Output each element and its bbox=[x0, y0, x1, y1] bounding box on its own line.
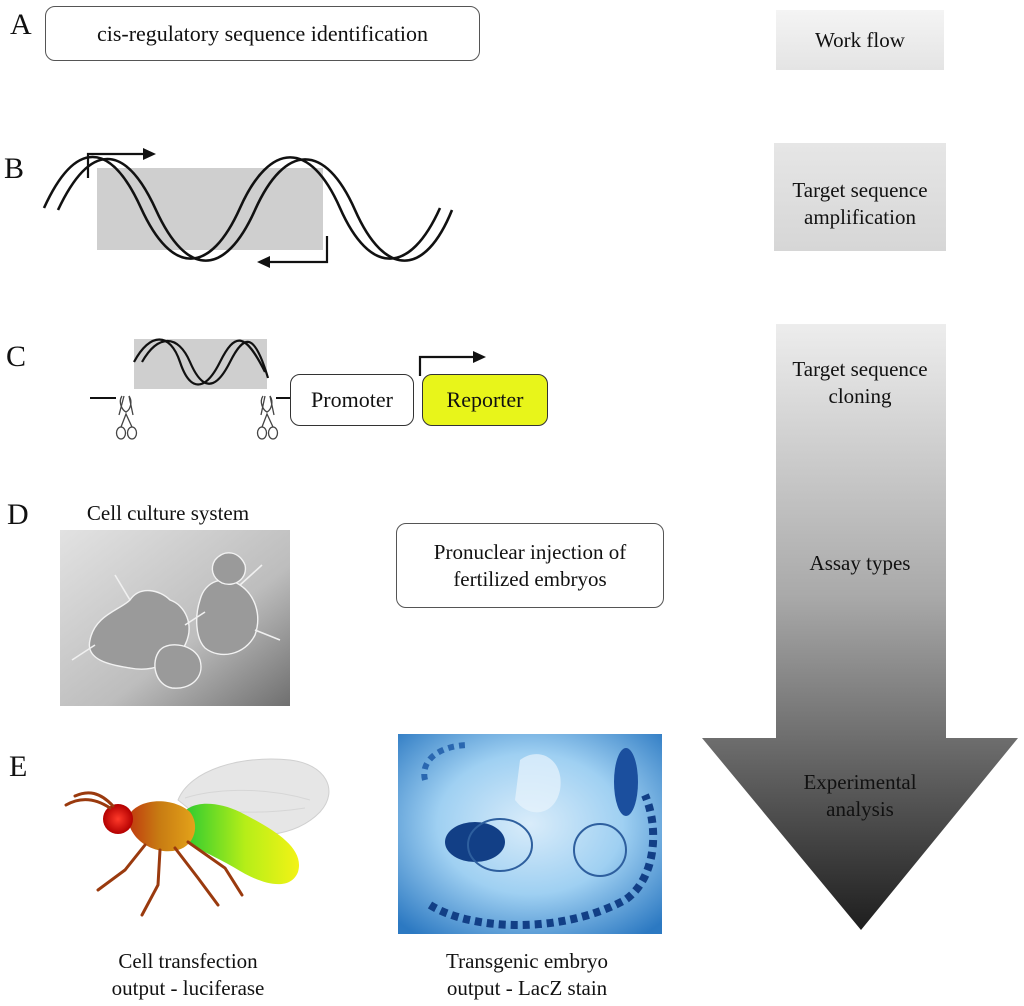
pronuclear-injection-box: Pronuclear injection of fertilized embry… bbox=[396, 523, 664, 608]
workflow-step-cloning: Target sequence cloning bbox=[740, 356, 980, 410]
fly-caption-line-2: output - luciferase bbox=[111, 976, 265, 1000]
workflow-step-assay-types: Assay types bbox=[809, 551, 911, 575]
step2-line-1: Target sequence bbox=[792, 357, 928, 381]
step1-line-1: Target sequence bbox=[792, 178, 928, 202]
panel-letter-e: E bbox=[9, 750, 28, 783]
panel-letter-d: D bbox=[7, 498, 29, 531]
fly-eye bbox=[103, 804, 133, 834]
cell-culture-label: Cell culture system bbox=[86, 501, 250, 525]
workflow-step-amplification: Target sequence amplification bbox=[740, 177, 980, 231]
reverse-primer-arrow bbox=[268, 236, 329, 264]
reporter-label: Reporter bbox=[446, 387, 524, 412]
dna-amplification-diagram bbox=[42, 148, 454, 268]
step4-line-2: analysis bbox=[826, 797, 894, 821]
panel-letter-c: C bbox=[6, 340, 27, 373]
transcription-start-arrow bbox=[418, 355, 475, 376]
cell-culture-image bbox=[60, 530, 290, 706]
step1-line-2: amplification bbox=[804, 205, 916, 229]
dna-strand-1 bbox=[42, 155, 442, 260]
scissors-icon-right bbox=[256, 395, 279, 440]
promoter-label: Promoter bbox=[311, 387, 393, 412]
cloning-diagram bbox=[90, 338, 486, 440]
forward-primer-arrow bbox=[86, 152, 145, 178]
reporter-box: Reporter bbox=[422, 374, 548, 426]
lacz-embryo-image bbox=[398, 734, 662, 934]
step4-line-1: Experimental bbox=[803, 770, 917, 794]
insert-strand-1 bbox=[133, 338, 266, 386]
panel-letter-a: A bbox=[10, 8, 32, 41]
embryo-caption: Transgenic embryo output - LacZ stain bbox=[412, 948, 642, 1002]
embryo-caption-line-1: Transgenic embryo bbox=[446, 949, 608, 973]
injection-line-2: fertilized embryos bbox=[453, 566, 607, 591]
step2-line-2: cloning bbox=[828, 384, 892, 408]
workflow-title: Work flow bbox=[815, 28, 905, 52]
workflow-step-analysis: Experimental analysis bbox=[740, 769, 980, 823]
dna-strand-2 bbox=[56, 157, 454, 262]
panel-letter-b: B bbox=[4, 152, 25, 185]
cis-regulatory-label: cis-regulatory sequence identification bbox=[96, 20, 429, 46]
workflow-title-box bbox=[776, 10, 944, 70]
fly-caption: Cell transfection output - luciferase bbox=[78, 948, 298, 1002]
fly-caption-line-1: Cell transfection bbox=[118, 949, 258, 973]
fly-abdomen bbox=[179, 803, 300, 885]
amplified-region-shade bbox=[97, 168, 323, 250]
cis-regulatory-box: cis-regulatory sequence identification bbox=[45, 6, 480, 61]
insert-strand-2 bbox=[141, 339, 270, 385]
embryo-caption-line-2: output - LacZ stain bbox=[446, 976, 608, 1000]
scissors-icon-left bbox=[115, 395, 138, 440]
workflow-step1-box bbox=[774, 143, 946, 251]
workflow-arrow bbox=[702, 324, 1018, 930]
luciferase-fly-illustration bbox=[64, 758, 330, 917]
fly-thorax bbox=[128, 801, 196, 852]
promoter-box: Promoter bbox=[290, 374, 414, 426]
injection-line-1: Pronuclear injection of bbox=[433, 539, 627, 564]
